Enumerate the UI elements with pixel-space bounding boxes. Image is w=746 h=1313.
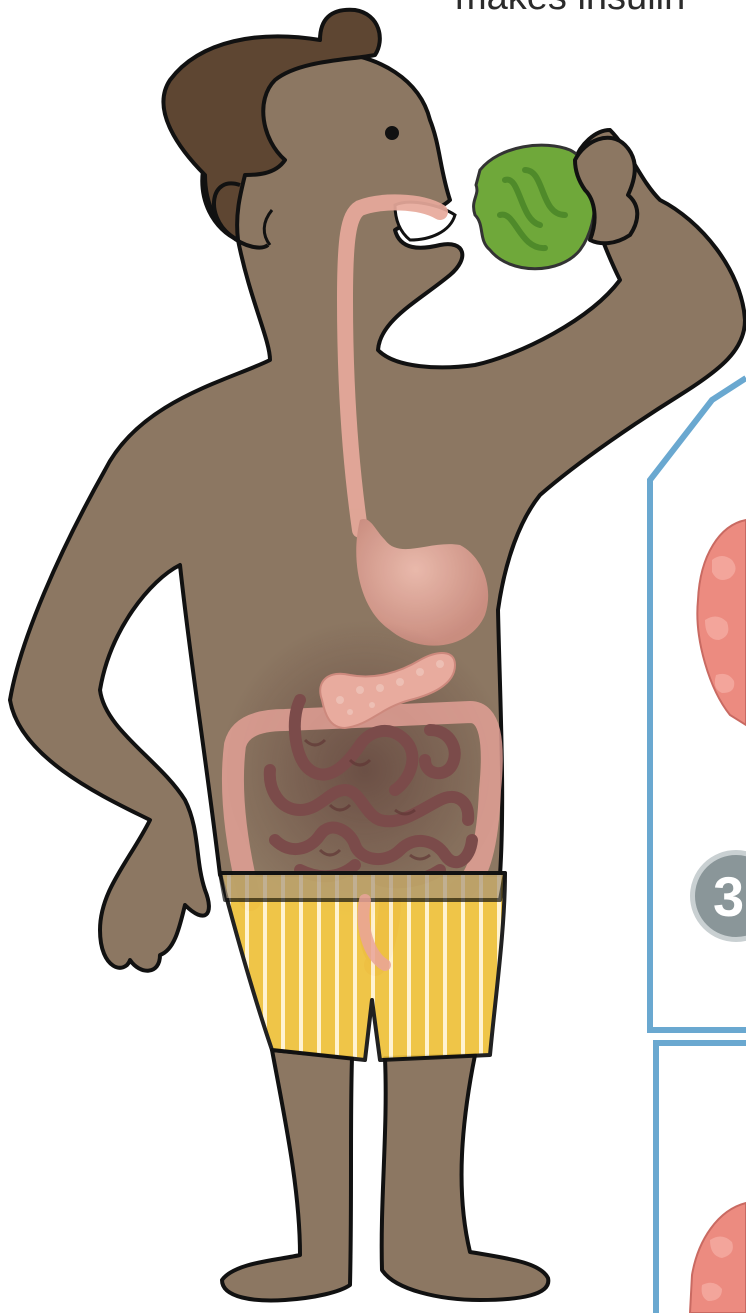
eye	[385, 126, 399, 140]
left-leg	[222, 1050, 352, 1300]
right-leg	[382, 1055, 549, 1300]
caption-text: makes insulin	[455, 0, 685, 16]
pancreas-tissue-image-bottom	[690, 1203, 746, 1313]
